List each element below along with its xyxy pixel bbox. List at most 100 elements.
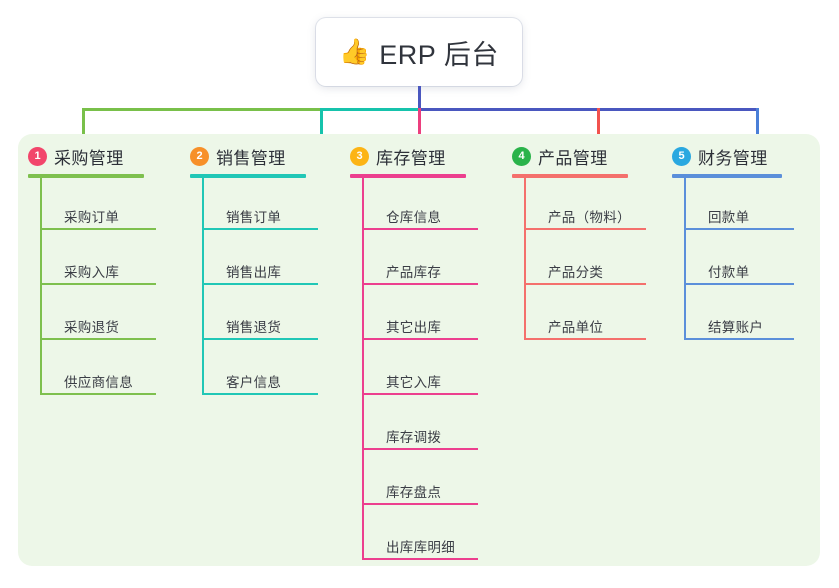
branch-number-badge: 4 [512, 147, 531, 166]
branch-item[interactable]: 付款单 [684, 251, 794, 285]
branch-item-label: 库存调拨 [386, 430, 442, 445]
branch-item-label: 销售订单 [226, 210, 282, 225]
branch-item[interactable]: 销售订单 [202, 196, 318, 230]
branch-underline [28, 174, 144, 178]
branch-item[interactable]: 采购入库 [40, 251, 156, 285]
branch-title: 库存管理 [376, 149, 446, 168]
branch-item-label: 仓库信息 [386, 210, 442, 225]
branch-item-label: 产品分类 [548, 265, 604, 280]
branch-item[interactable]: 采购订单 [40, 196, 156, 230]
branch-spine [362, 176, 364, 560]
connector-root-stem [418, 86, 421, 110]
connector-drop-1 [82, 108, 85, 140]
branch-number-badge: 3 [350, 147, 369, 166]
connector-drop-2 [320, 108, 323, 140]
branch-item-label: 供应商信息 [64, 375, 133, 390]
branch-item-underline [362, 338, 478, 340]
branch-item[interactable]: 产品单位 [524, 306, 646, 340]
branch-item-label: 销售退货 [226, 320, 282, 335]
branch-title: 产品管理 [538, 149, 608, 168]
branch-item-underline [524, 228, 646, 230]
branch-item[interactable]: 产品库存 [362, 251, 478, 285]
branch-spine [202, 176, 204, 395]
branch-spine [524, 176, 526, 340]
connector-drop-3 [418, 108, 421, 140]
branch-underline [350, 174, 466, 178]
branch-item-label: 出库库明细 [386, 540, 455, 555]
branch-item[interactable]: 客户信息 [202, 361, 318, 395]
branch-title: 销售管理 [216, 149, 286, 168]
branch-item-label: 其它入库 [386, 375, 442, 390]
root-title: ERP 后台 [379, 39, 499, 70]
branch-item-label: 客户信息 [226, 375, 282, 390]
branch-item[interactable]: 采购退货 [40, 306, 156, 340]
connector-bus-teal [320, 108, 419, 111]
branch-item-underline [202, 338, 318, 340]
branch-item-underline [362, 448, 478, 450]
branch-item-underline [202, 393, 318, 395]
branch-item-label: 产品单位 [548, 320, 604, 335]
branch-item-underline [362, 558, 478, 560]
branch-item-underline [362, 503, 478, 505]
branch-item-label: 采购退货 [64, 320, 120, 335]
branch-item[interactable]: 销售退货 [202, 306, 318, 340]
connector-bus-indigo [419, 108, 759, 111]
connector-drop-4 [597, 108, 600, 140]
branch-item-underline [524, 283, 646, 285]
branch-header-5[interactable]: 5 财务管理 [672, 144, 768, 169]
connector-bus-green [82, 108, 320, 111]
branch-item[interactable]: 出库库明细 [362, 526, 478, 560]
branch-item[interactable]: 销售出库 [202, 251, 318, 285]
branch-underline [512, 174, 628, 178]
branch-item[interactable]: 其它入库 [362, 361, 478, 395]
branch-underline [190, 174, 306, 178]
branch-item-label: 结算账户 [708, 320, 764, 335]
branch-item[interactable]: 供应商信息 [40, 361, 156, 395]
branch-item-label: 产品库存 [386, 265, 442, 280]
branch-item-underline [684, 338, 794, 340]
branch-header-3[interactable]: 3 库存管理 [350, 144, 446, 169]
connector-drop-5 [756, 108, 759, 140]
branch-item-underline [40, 283, 156, 285]
branch-item[interactable]: 库存盘点 [362, 471, 478, 505]
branch-item-underline [362, 283, 478, 285]
branch-header-4[interactable]: 4 产品管理 [512, 144, 608, 169]
branch-item-label: 库存盘点 [386, 485, 442, 500]
branch-item-underline [40, 338, 156, 340]
branch-item[interactable]: 产品分类 [524, 251, 646, 285]
branch-item[interactable]: 结算账户 [684, 306, 794, 340]
root-node-erp-backend[interactable]: 👍 ERP 后台 [316, 18, 522, 86]
modules-panel: 1 采购管理采购订单采购入库采购退货供应商信息 2 销售管理销售订单销售出库销售退货客… [18, 134, 820, 566]
branch-title: 财务管理 [698, 149, 768, 168]
branch-item-label: 产品（物料） [548, 210, 631, 225]
branch-item-underline [202, 228, 318, 230]
thumbs-up-icon: 👍 [339, 37, 371, 66]
branch-item[interactable]: 库存调拨 [362, 416, 478, 450]
branch-item[interactable]: 产品（物料） [524, 196, 646, 230]
branch-item-label: 回款单 [708, 210, 750, 225]
branch-item-underline [362, 393, 478, 395]
branch-spine [684, 176, 686, 340]
branch-header-2[interactable]: 2 销售管理 [190, 144, 286, 169]
branch-item-underline [684, 283, 794, 285]
branch-item-label: 采购入库 [64, 265, 120, 280]
branch-title: 采购管理 [54, 149, 124, 168]
branch-item-underline [362, 228, 478, 230]
branch-item[interactable]: 仓库信息 [362, 196, 478, 230]
branch-number-badge: 1 [28, 147, 47, 166]
branch-item-label: 采购订单 [64, 210, 120, 225]
branch-item[interactable]: 回款单 [684, 196, 794, 230]
branch-item-label: 其它出库 [386, 320, 442, 335]
branch-item-underline [524, 338, 646, 340]
branch-header-1[interactable]: 1 采购管理 [28, 144, 124, 169]
branch-item-underline [202, 283, 318, 285]
branch-item-label: 销售出库 [226, 265, 282, 280]
branch-number-badge: 2 [190, 147, 209, 166]
branch-item-underline [40, 393, 156, 395]
branch-item-underline [684, 228, 794, 230]
branch-underline [672, 174, 782, 178]
branch-number-badge: 5 [672, 147, 691, 166]
branch-item[interactable]: 其它出库 [362, 306, 478, 340]
root-node-content: 👍 ERP 后台 [339, 33, 499, 72]
